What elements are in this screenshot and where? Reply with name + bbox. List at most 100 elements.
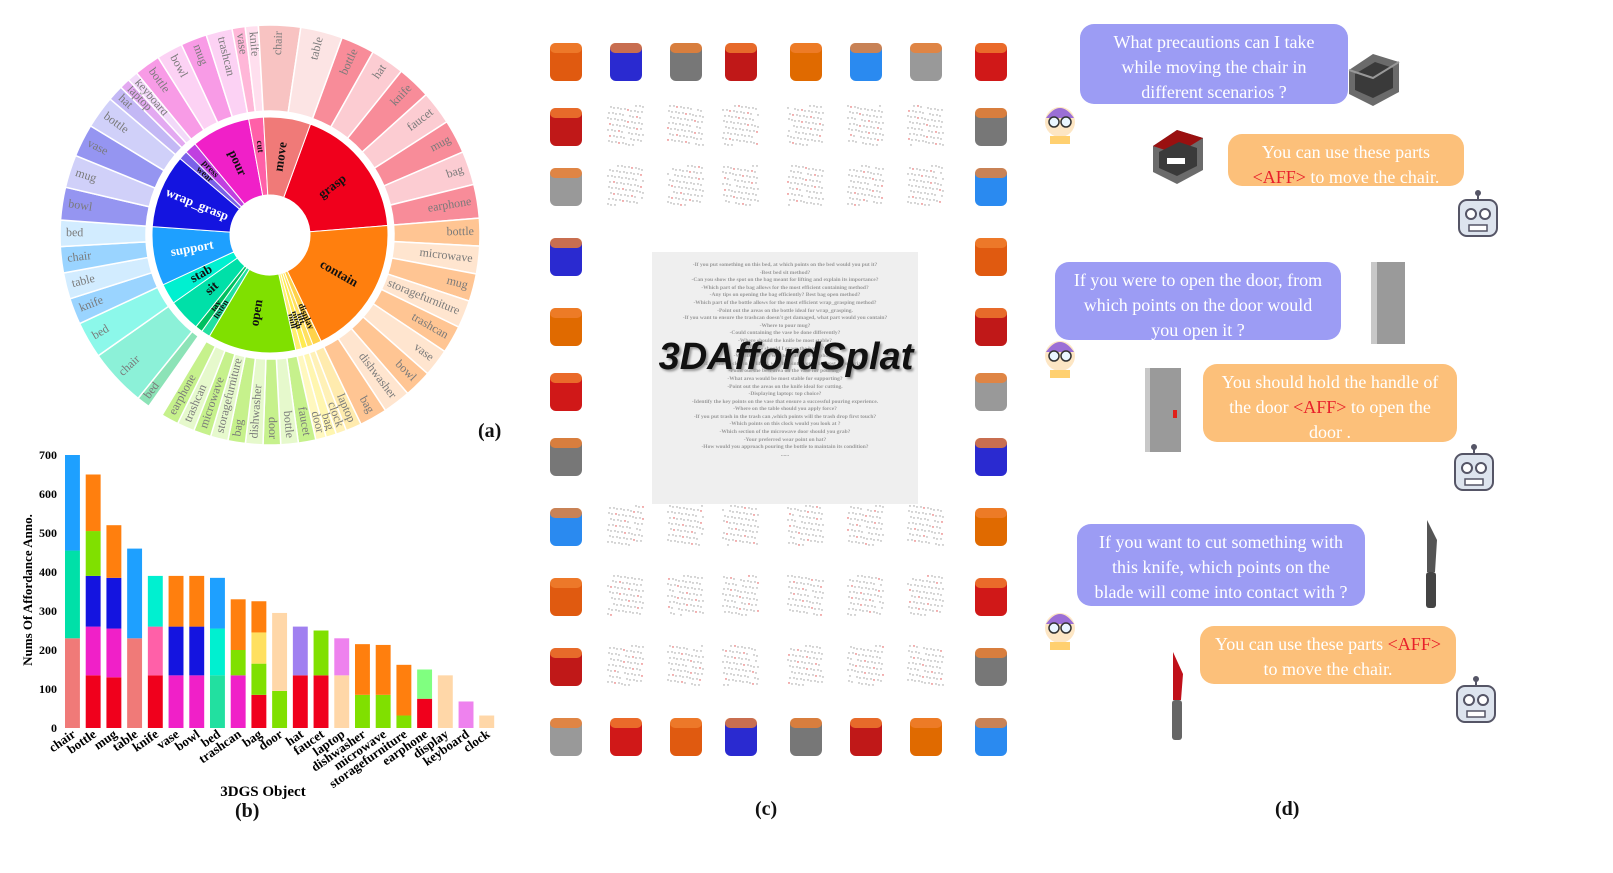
bar-segment (106, 525, 122, 578)
answer-text-end: to open the door . (1309, 397, 1431, 442)
point-cloud-thumbnail (787, 575, 824, 616)
point-cloud-thumbnail (722, 505, 759, 546)
bar-segment (85, 575, 101, 627)
y-tick-label: 400 (39, 565, 57, 579)
bar-segment (147, 675, 163, 728)
question-sample: -Point out the areas on the bottle ideal… (717, 307, 853, 314)
bar-segment (355, 694, 370, 728)
object-thumbnail (550, 578, 582, 616)
object-gallery-panel: -If you put something on this bed, at wh… (540, 30, 1060, 840)
answer-bubble: You should hold the handle of the door <… (1203, 364, 1457, 442)
question-bubble: If you were to open the door, from which… (1055, 262, 1341, 340)
bar-segment (396, 715, 412, 728)
sunburst-inner-grasp (283, 123, 389, 233)
aff-token: <AFF> (1387, 634, 1441, 654)
question-sample: -Where to pour mug? (759, 322, 811, 329)
object-thumbnail (975, 718, 1007, 756)
point-cloud-thumbnail (787, 165, 824, 206)
point-cloud-thumbnail (607, 505, 644, 546)
armchair-affordance-image (1153, 130, 1203, 184)
object-thumbnail (550, 508, 582, 546)
object-thumbnail (550, 43, 582, 81)
bar-segment (251, 694, 267, 728)
point-cloud-thumbnail (607, 645, 644, 686)
object-thumbnail (850, 718, 882, 756)
object-thumbnail (910, 718, 942, 756)
point-cloud-thumbnail (847, 105, 884, 146)
point-cloud-thumbnail (847, 165, 884, 206)
bar-segment (355, 644, 370, 695)
point-cloud-thumbnail (907, 165, 944, 206)
question-sample: -Point out the areas on the knife ideal … (727, 383, 843, 390)
sunburst-inner-label: open (246, 298, 265, 328)
bar-segment (85, 531, 101, 576)
object-thumbnail (790, 43, 822, 81)
sunburst-outer-label: bottle (447, 224, 475, 238)
answer-text-end: to move the chair. (1305, 167, 1440, 187)
bar-segment (375, 644, 391, 695)
y-tick-label: 0 (51, 721, 57, 735)
bar-segment (147, 575, 163, 627)
object-thumbnail (975, 238, 1007, 276)
armchair-image (1348, 54, 1400, 106)
point-cloud-thumbnail (787, 645, 824, 686)
robot-avatar-icon (1456, 676, 1496, 723)
bar-segment (230, 599, 246, 650)
object-thumbnail (550, 373, 582, 411)
answer-text: You can use these parts (1215, 634, 1388, 654)
bar-segment (272, 690, 288, 728)
aff-token: <AFF> (1293, 397, 1347, 417)
y-tick-label: 200 (39, 643, 57, 657)
sunburst-outer-label: chair (66, 248, 91, 265)
x-tick-label: bowl (172, 726, 203, 754)
point-cloud-thumbnail (607, 105, 644, 146)
object-thumbnail (790, 718, 822, 756)
bar-segment (85, 474, 101, 532)
point-cloud-thumbnail (667, 645, 704, 686)
question-sample: -Which section of the microwave door sho… (719, 429, 851, 436)
user-avatar-icon (1045, 613, 1075, 650)
object-thumbnail (610, 718, 642, 756)
y-tick-label: 600 (39, 487, 57, 501)
point-cloud-thumbnail (722, 165, 759, 206)
question-bubble: What precautions can I take while moving… (1080, 24, 1348, 104)
bar-segment (168, 675, 184, 728)
bar-segment (189, 675, 205, 728)
sunburst-inner-label: move (271, 141, 290, 173)
panel-label-a: (a) (478, 420, 502, 442)
sunburst-outer-label: earphone (427, 194, 473, 215)
question-sample: ...... (780, 451, 790, 458)
object-thumbnail (975, 648, 1007, 686)
question-sample: -Could containing the vase be done diffe… (729, 330, 841, 337)
object-thumbnail (550, 308, 582, 346)
point-cloud-thumbnail (907, 105, 944, 146)
sunburst-inner-contain (286, 224, 389, 343)
bar-segment (334, 638, 350, 676)
question-sample: -Where on the table should you apply for… (733, 406, 837, 413)
bar-segment (210, 675, 225, 728)
question-sample: -Which points on this clock would you lo… (729, 421, 841, 428)
sunburst-outer-label: bowl (67, 196, 93, 214)
question-sample: -Whats the best way to grasp the earphon… (733, 353, 837, 360)
object-thumbnail (850, 43, 882, 81)
object-thumbnail (550, 238, 582, 276)
bar-segment (230, 650, 246, 676)
panel-label-b: (b) (235, 800, 260, 822)
dialog-examples-panel: What precautions can I take while moving… (1045, 20, 1605, 850)
knife-image (1426, 520, 1437, 608)
question-sample: -Which part of the bag allows for the mo… (701, 284, 869, 291)
bar-segment (458, 701, 474, 728)
bar-segment (189, 575, 205, 627)
door-affordance-image (1145, 368, 1181, 452)
point-cloud-thumbnail (847, 505, 884, 546)
answer-text: You can use these parts (1261, 142, 1431, 162)
object-thumbnail (975, 438, 1007, 476)
question-sample: -Best bed sit method? (759, 269, 811, 276)
point-cloud-thumbnail (607, 165, 644, 206)
sunburst-outer-label: mug (74, 165, 99, 185)
object-thumbnail (550, 438, 582, 476)
question-sample-list: -If you put something on this bed, at wh… (658, 262, 912, 459)
